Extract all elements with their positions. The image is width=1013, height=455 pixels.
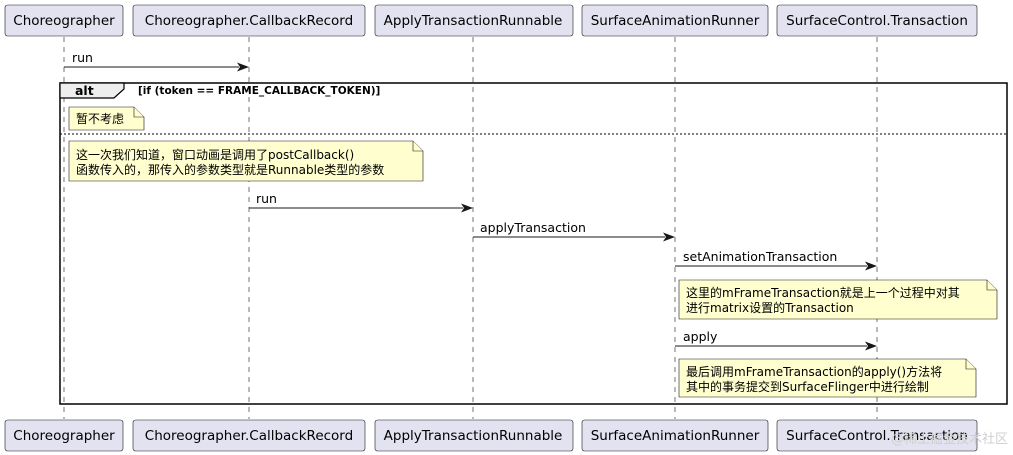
alt-frame: alt [if (token == FRAME_CALLBACK_TOKEN)]	[59, 82, 1008, 405]
note-text-line2: 其中的事务提交到SurfaceFlinger中进行绘制	[686, 379, 929, 394]
participant-label: SurfaceControl.Transaction	[786, 13, 968, 29]
participant-label: Choreographer	[13, 13, 115, 29]
arrowhead	[865, 341, 877, 351]
participant-callback-record-top: Choreographer.CallbackRecord	[132, 4, 366, 37]
participant-surface-animation-runner-top: SurfaceAnimationRunner	[581, 4, 769, 37]
message-apply: apply	[675, 329, 877, 351]
participant-label: ApplyTransactionRunnable	[384, 13, 563, 29]
lifelines	[63, 37, 878, 419]
note-text-line2: 进行matrix设置的Transaction	[686, 300, 854, 315]
watermark: @稀土掘金技术社区	[891, 431, 1008, 447]
message-label: run	[72, 50, 93, 65]
participant-surface-animation-runner-bottom: SurfaceAnimationRunner	[581, 419, 769, 452]
message-run-to-apply-transaction-runnable: run	[249, 191, 473, 213]
note-text-line1: 这里的mFrameTransaction就是上一个过程中对其	[686, 285, 960, 300]
arrowhead	[461, 203, 473, 213]
note-text-line1: 这一次我们知道，窗口动画是调用了postCallback()	[76, 147, 354, 162]
note-post-callback: 这一次我们知道，窗口动画是调用了postCallback() 函数传入的，那传入…	[68, 140, 424, 182]
alt-guard: [if (token == FRAME_CALLBACK_TOKEN)]	[138, 85, 380, 97]
alt-keyword: alt	[75, 83, 94, 98]
alt-frame-tab	[59, 82, 125, 99]
note-final-apply: 最后调用mFrameTransaction的apply()方法将 其中的事务提交…	[678, 358, 977, 398]
participant-label: Choreographer.CallbackRecord	[145, 428, 353, 444]
participant-surface-control-transaction-bottom: SurfaceControl.Transaction	[776, 419, 978, 452]
note-frame-transaction: 这里的mFrameTransaction就是上一个过程中对其 进行matrix设…	[678, 279, 998, 320]
participant-label: SurfaceControl.Transaction	[786, 428, 968, 444]
message-set-animation-transaction: setAnimationTransaction	[675, 249, 877, 271]
participant-apply-transaction-runnable-top: ApplyTransactionRunnable	[374, 4, 574, 37]
note-text-line2: 函数传入的，那传入的参数类型就是Runnable类型的参数	[76, 162, 384, 177]
arrowhead	[237, 62, 249, 72]
participant-label: Choreographer.CallbackRecord	[145, 13, 353, 29]
participant-label: SurfaceAnimationRunner	[591, 428, 760, 444]
participant-choreographer-top: Choreographer	[4, 4, 124, 37]
participant-callback-record-bottom: Choreographer.CallbackRecord	[132, 419, 366, 452]
participant-apply-transaction-runnable-bottom: ApplyTransactionRunnable	[374, 419, 574, 452]
participant-choreographer-bottom: Choreographer	[4, 419, 124, 452]
message-run-to-callback-record: run	[64, 50, 249, 72]
participant-label: ApplyTransactionRunnable	[384, 428, 563, 444]
arrowhead	[663, 232, 675, 242]
arrowhead	[865, 261, 877, 271]
participant-label: SurfaceAnimationRunner	[591, 13, 760, 29]
message-apply-transaction: applyTransaction	[473, 220, 675, 242]
note-not-considered: 暂不考虑	[68, 106, 145, 131]
message-label: setAnimationTransaction	[683, 249, 837, 264]
participant-label: Choreographer	[13, 428, 115, 444]
alt-frame-border	[59, 82, 1008, 405]
message-label: run	[256, 191, 277, 206]
note-text-line1: 最后调用mFrameTransaction的apply()方法将	[686, 364, 942, 379]
note-text: 暂不考虑	[76, 112, 124, 126]
message-label: apply	[683, 329, 718, 344]
message-label: applyTransaction	[480, 220, 586, 235]
participant-surface-control-transaction-top: SurfaceControl.Transaction	[776, 4, 978, 37]
